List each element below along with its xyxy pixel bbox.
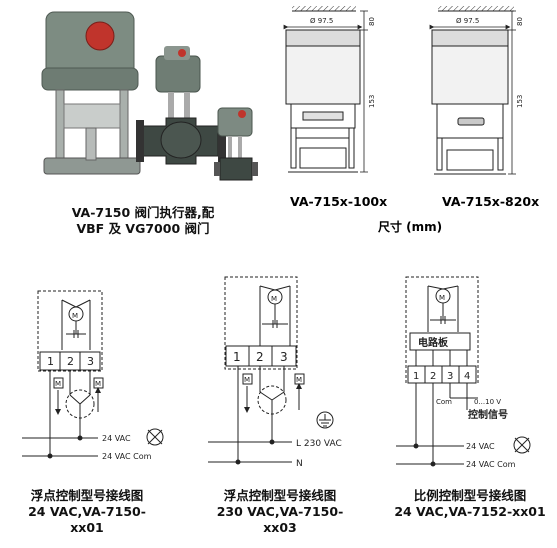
signal-label: 控制信号 <box>468 408 508 421</box>
diagram1-line-bottom: 24 VAC Com <box>102 452 152 461</box>
wiring-diagram-2 <box>208 276 334 465</box>
clearance-label-right: 80 <box>516 17 524 26</box>
diagram2-caption-line1: 浮点控制型号接线图 <box>223 488 337 503</box>
photo-caption: VA-7150 阀门执行器,配 VBF 及 VG7000 阀门 <box>48 205 238 237</box>
diameter-label-left: Ø 97.5 <box>310 17 333 25</box>
height-label-right: 153 <box>516 95 524 108</box>
terminal-3-3: 3 <box>447 371 453 382</box>
diagram3-caption: 比例控制型号接线图 24 VAC,VA-7152-xx01 <box>390 488 550 520</box>
motor-tag-2a: M <box>244 376 250 384</box>
photo-caption-line1: VA-7150 阀门执行器,配 <box>71 205 215 220</box>
diagram1-caption: 浮点控制型号接线图 24 VAC,VA-7150-xx01 <box>12 488 162 536</box>
terminal-3-1: 1 <box>413 371 419 382</box>
dimension-drawing-right <box>429 6 516 175</box>
terminal-2-1: 1 <box>233 350 241 364</box>
wiring-diagram-3 <box>396 276 531 467</box>
terminal-1-2: 2 <box>67 355 74 368</box>
clearance-label-left: 80 <box>368 17 376 26</box>
terminal-2-3: 3 <box>280 350 288 364</box>
com-label: Com <box>436 398 452 406</box>
motor-tag-1b: M <box>95 380 101 388</box>
circuit-board-label: 电路板 <box>418 336 449 349</box>
terminal-2-2: 2 <box>256 350 264 364</box>
motor-symbol-2: M <box>271 295 277 303</box>
diameter-label-right: Ø 97.5 <box>456 17 479 25</box>
actuator-photo <box>41 11 258 181</box>
diagram3-line-bottom: 24 VAC Com <box>466 460 516 469</box>
motor-tag-2b: M <box>296 376 302 384</box>
dimensions-unit-title: 尺寸 (mm) <box>378 219 442 234</box>
wiring-diagram-1 <box>22 290 164 459</box>
diagram2-caption-line2: 230 VAC,VA-7150-xx03 <box>216 504 344 535</box>
diagram1-caption-line1: 浮点控制型号接线图 <box>30 488 144 503</box>
model-label-right: VA-715x-820x <box>442 194 539 209</box>
terminal-3-2: 2 <box>430 371 436 382</box>
diagram2-caption: 浮点控制型号接线图 230 VAC,VA-7150-xx03 <box>200 488 360 536</box>
diagram1-line-top: 24 VAC <box>102 434 131 443</box>
diagram3-caption-line1: 比例控制型号接线图 <box>413 488 527 503</box>
diagram3-caption-line2: 24 VAC,VA-7152-xx01 <box>394 504 546 519</box>
terminal-1-1: 1 <box>47 355 54 368</box>
diagram2-line-top: L 230 VAC <box>296 439 342 449</box>
photo-caption-line2: VBF 及 VG7000 阀门 <box>76 221 210 236</box>
signal-range: 0...10 V <box>474 398 501 406</box>
terminal-1-3: 3 <box>87 355 94 368</box>
dimension-drawing-left <box>283 6 368 173</box>
diagram1-caption-line2: 24 VAC,VA-7150-xx01 <box>28 504 146 535</box>
model-label-left: VA-715x-100x <box>290 194 387 209</box>
motor-tag-1a: M <box>55 380 61 388</box>
diagram2-line-bottom: N <box>296 459 303 469</box>
height-label-left: 153 <box>368 95 376 108</box>
motor-symbol-3: M <box>439 294 445 302</box>
motor-symbol-1: M <box>72 312 78 320</box>
terminal-3-4: 4 <box>464 371 470 382</box>
diagram3-line-top: 24 VAC <box>466 442 495 451</box>
